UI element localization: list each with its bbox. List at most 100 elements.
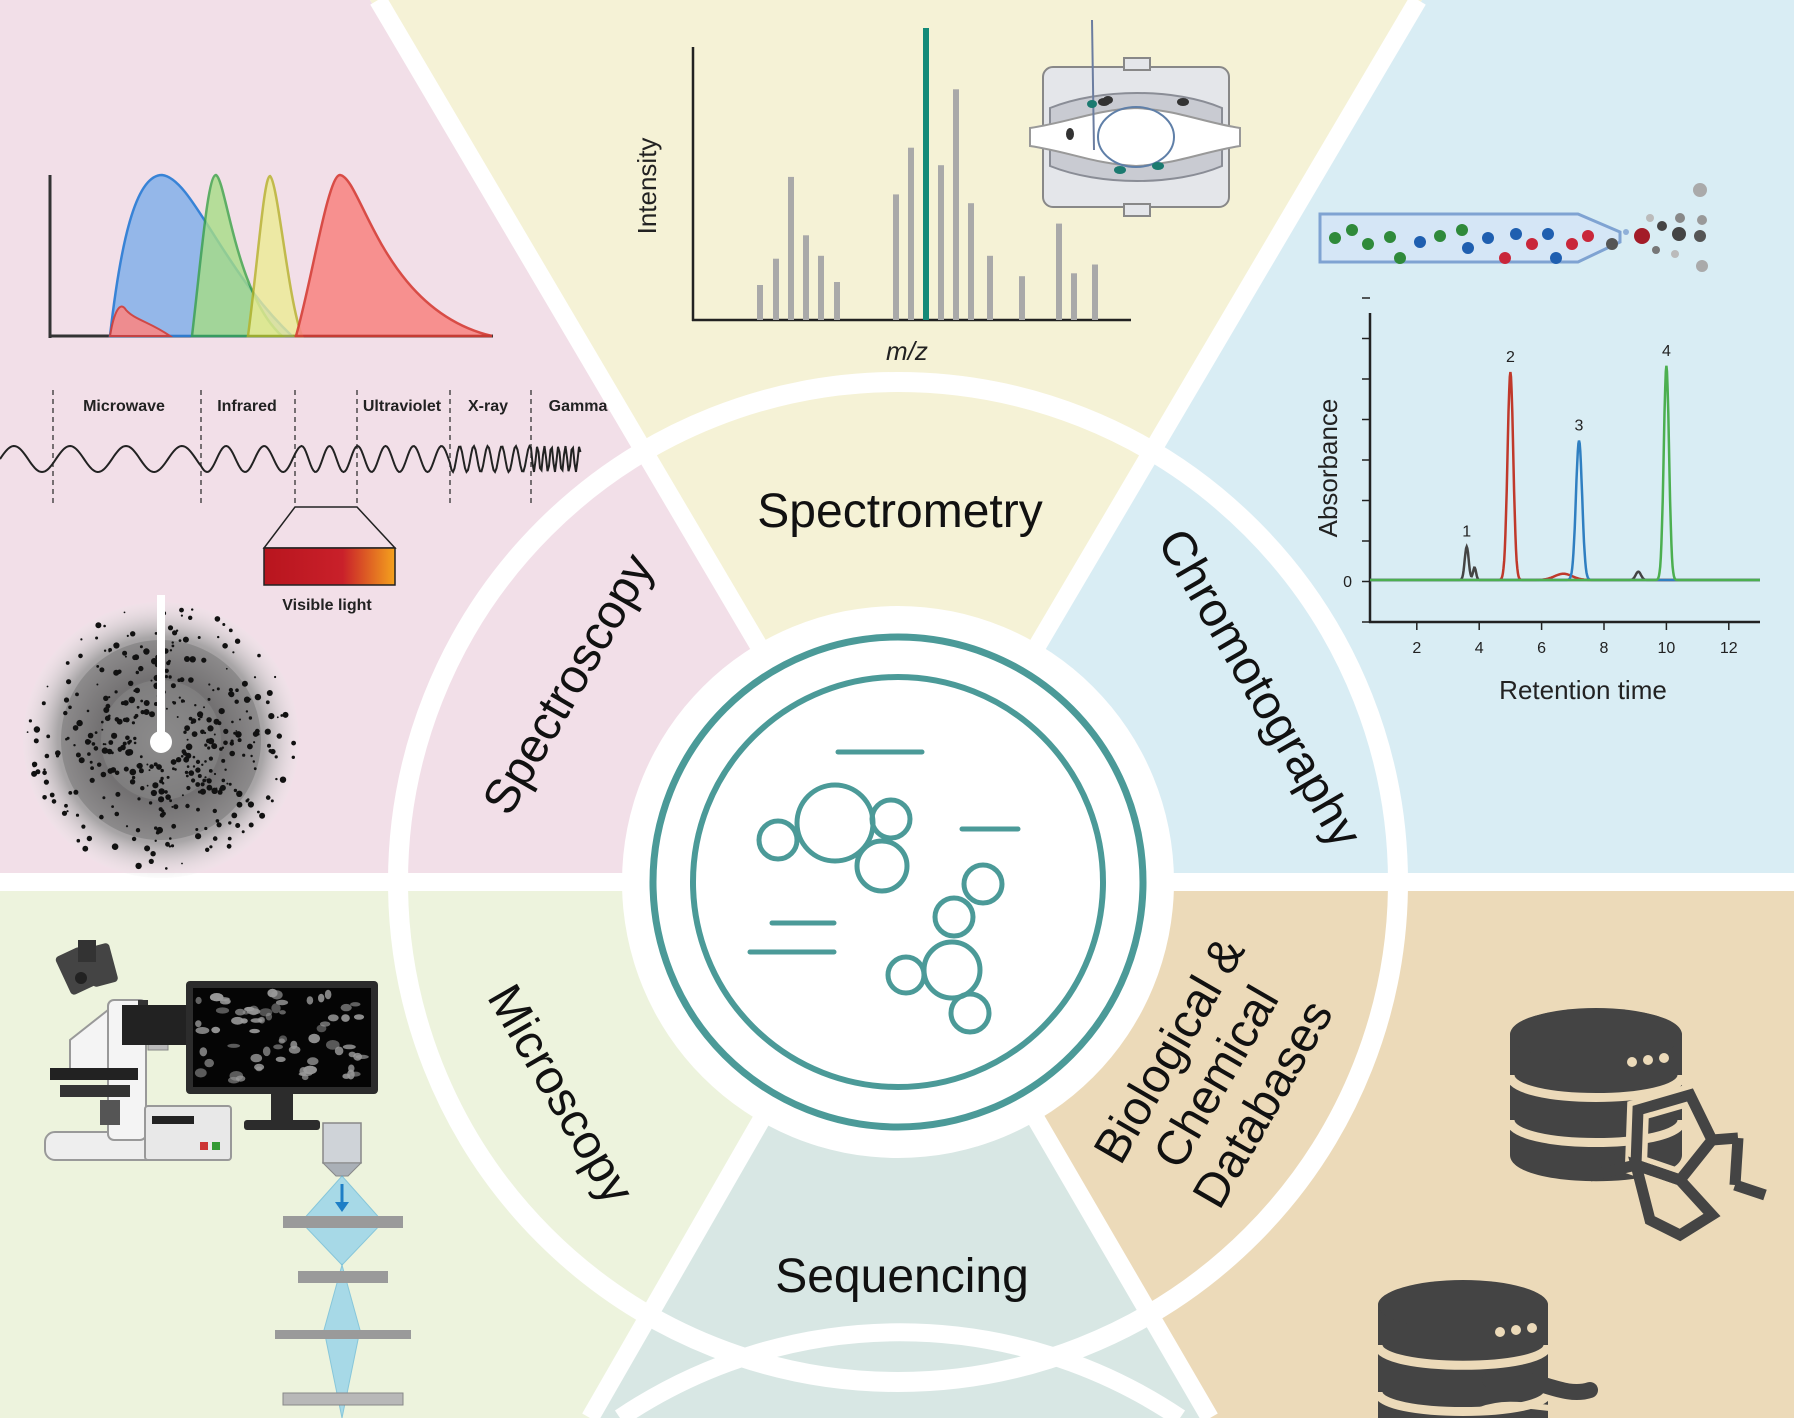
diffraction-spot [73, 744, 76, 747]
diffraction-spot [291, 755, 295, 759]
column-bead [1482, 232, 1494, 244]
diffraction-spot [144, 845, 151, 852]
diffraction-spot [138, 665, 144, 672]
diffraction-spot [131, 721, 135, 725]
diffraction-spot [228, 691, 235, 698]
cell-image-dot [278, 1038, 285, 1044]
chrom-x-tick-label: 8 [1600, 640, 1609, 657]
diffraction-spot [158, 796, 165, 803]
diffraction-spot [89, 760, 93, 764]
diffraction-spot [123, 766, 129, 772]
diffraction-spot [178, 696, 181, 699]
eluted-particle [1694, 230, 1706, 242]
diffraction-spot [64, 803, 68, 808]
diffraction-spot [217, 635, 220, 639]
diffraction-spot [248, 822, 254, 828]
cell-image-dot [275, 1056, 286, 1063]
eluted-particle [1675, 213, 1685, 223]
diffraction-spot [213, 718, 220, 725]
diffraction-spot [196, 807, 200, 812]
diffraction-spot [221, 758, 226, 763]
diffraction-spot [181, 862, 183, 865]
column-bead [1414, 236, 1426, 248]
diffraction-spot [221, 746, 225, 749]
diffraction-spot [203, 706, 205, 709]
diffraction-spot [158, 788, 165, 795]
cell-image-dot [199, 1047, 208, 1057]
diffraction-spot [104, 743, 107, 746]
diffraction-spot [171, 641, 174, 644]
cell-image-dot [324, 989, 332, 1000]
cell-image-dot [288, 1045, 301, 1054]
spectroscopy-panel: Microwave Infrared Ultraviolet X-ray Gam… [0, 173, 607, 878]
monitor-icon [186, 981, 378, 1130]
cell-image-dot [275, 999, 289, 1006]
diffraction-spot [253, 767, 257, 771]
diffraction-spot [235, 730, 238, 732]
diffraction-spot [166, 775, 170, 779]
diffraction-spot [122, 650, 128, 656]
diffraction-spot [279, 776, 287, 783]
diffraction-spot [165, 841, 170, 847]
cell-image-dot [279, 1010, 286, 1015]
cell-image-dot [342, 1044, 356, 1050]
diffraction-spot [125, 825, 129, 828]
diffraction-spot [96, 683, 99, 686]
diffraction-spot [111, 751, 114, 755]
diffraction-spot [268, 713, 275, 720]
diffraction-spot [204, 776, 207, 779]
spectrometry-sector [370, 0, 1422, 882]
diffraction-spot [156, 764, 162, 770]
diffraction-spot [242, 753, 246, 757]
column-bead [1384, 231, 1396, 243]
diffraction-spot [169, 649, 173, 652]
cell-image-dot [204, 1058, 214, 1068]
band-label-ultraviolet: Ultraviolet [363, 398, 442, 415]
diffraction-spot [93, 746, 99, 751]
cell-image-dot [195, 1020, 202, 1028]
diffraction-spot [247, 743, 253, 750]
band-label-microwave: Microwave [83, 398, 165, 415]
diffraction-spot [243, 696, 251, 703]
diffraction-spot [206, 778, 212, 784]
diffraction-spot [215, 819, 220, 823]
column-bead [1510, 228, 1522, 240]
diffraction-spot [180, 614, 183, 617]
spectrum-red [294, 173, 493, 338]
diffraction-spot [236, 801, 243, 808]
ms-bar [1019, 276, 1025, 320]
diffraction-spot [173, 804, 179, 810]
cell-image-dot [271, 990, 283, 1000]
database-dna-icon [1373, 1280, 1601, 1418]
diffraction-spot [35, 769, 41, 775]
chrom-peak-label: 4 [1662, 343, 1671, 360]
diffraction-spot [175, 629, 179, 632]
diffraction-spot [136, 705, 140, 709]
diffraction-spot [213, 733, 216, 736]
diffraction-spot [179, 607, 184, 613]
diffraction-spot [114, 770, 120, 776]
power-supply-icon [144, 1105, 232, 1161]
diffraction-spot [200, 782, 205, 787]
diffraction-spot [222, 623, 226, 626]
diffraction-spot [134, 687, 140, 694]
diffraction-spot [95, 636, 99, 640]
diffraction-spot [91, 742, 96, 746]
ms-bar [938, 165, 944, 320]
band-label-infrared: Infrared [217, 398, 277, 415]
diffraction-spot [276, 716, 279, 719]
diffraction-spot [184, 770, 189, 775]
diffraction-spot [183, 730, 187, 734]
diffraction-spot [164, 668, 169, 673]
eluted-particle [1646, 214, 1654, 222]
diffraction-spot [138, 768, 144, 774]
diffraction-spot [189, 656, 196, 663]
chrom-x-tick-label: 2 [1412, 640, 1421, 657]
diffraction-spot [116, 718, 123, 725]
chrom-peak-label: 3 [1575, 418, 1584, 435]
diffraction-spot [108, 714, 111, 718]
diffraction-spot [226, 843, 232, 849]
diffraction-spot [124, 655, 127, 658]
